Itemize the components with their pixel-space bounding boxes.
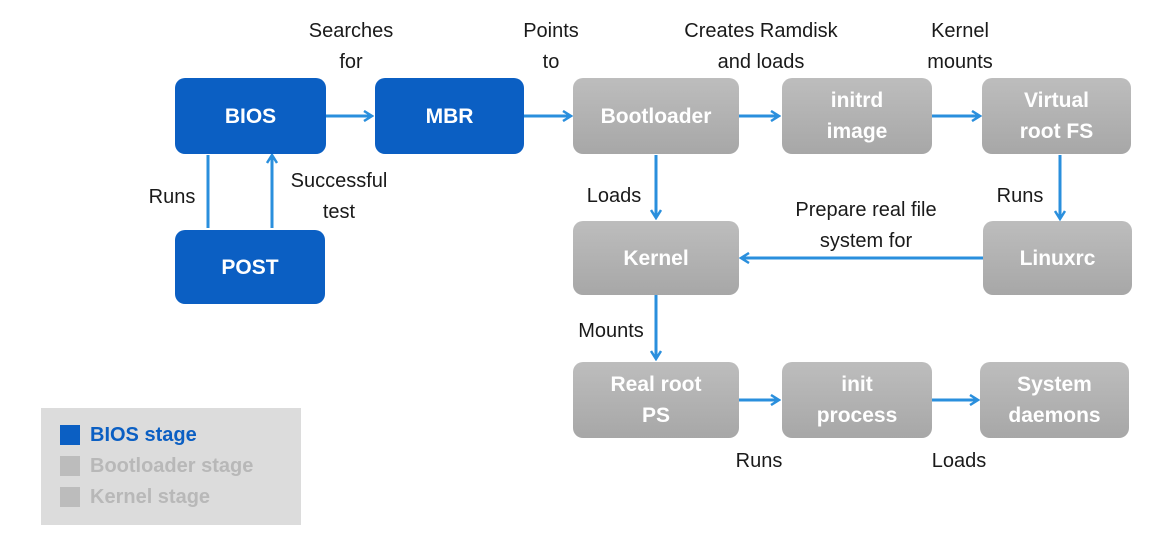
label-creates-ramdisk: Creates Ramdisk and loads <box>684 20 838 73</box>
linuxrc-node: Linuxrc <box>983 221 1132 295</box>
system-daemons-node: System daemons <box>980 362 1129 438</box>
label-kernel-mounts: Kernel mounts <box>927 20 993 73</box>
init-process-node: init process <box>782 362 932 438</box>
label-loads-daemons: Loads <box>931 450 987 472</box>
post-node: POST <box>175 230 325 304</box>
label-prepare-real-fs: Prepare real file system for <box>795 199 937 252</box>
legend-swatch-bootloader <box>60 456 80 476</box>
label-loads-kernel: Loads <box>586 185 642 207</box>
legend-label-bios: BIOS stage <box>90 423 197 446</box>
legend-swatch-bios <box>60 425 80 445</box>
label-runs-init: Runs <box>735 450 783 472</box>
bootloader-node: Bootloader <box>573 78 739 154</box>
initrd-node: initrd image <box>782 78 932 154</box>
label-searches-for: Searches for <box>308 20 394 73</box>
legend-swatch-kernel <box>60 487 80 507</box>
legend-item-bios: BIOS stage <box>60 423 197 447</box>
label-points-to: Points to <box>523 20 579 73</box>
label-mounts: Mounts <box>578 320 644 342</box>
label-runs-post: Runs <box>148 186 196 208</box>
legend-item-bootloader: Bootloader stage <box>60 454 253 478</box>
legend-label-kernel: Kernel stage <box>90 485 211 508</box>
virtual-root-fs-node: Virtual root FS <box>982 78 1131 154</box>
legend: BIOS stage Bootloader stage Kernel stage <box>41 408 301 525</box>
mbr-node: MBR <box>375 78 524 154</box>
legend-label-bootloader: Bootloader stage <box>90 454 254 477</box>
bios-node: BIOS <box>175 78 326 154</box>
kernel-node: Kernel <box>573 221 739 295</box>
real-root-ps-node: Real root PS <box>573 362 739 438</box>
label-runs-linuxrc: Runs <box>996 185 1044 207</box>
legend-item-kernel: Kernel stage <box>60 485 210 509</box>
label-successful-test: Successful test <box>290 170 388 223</box>
